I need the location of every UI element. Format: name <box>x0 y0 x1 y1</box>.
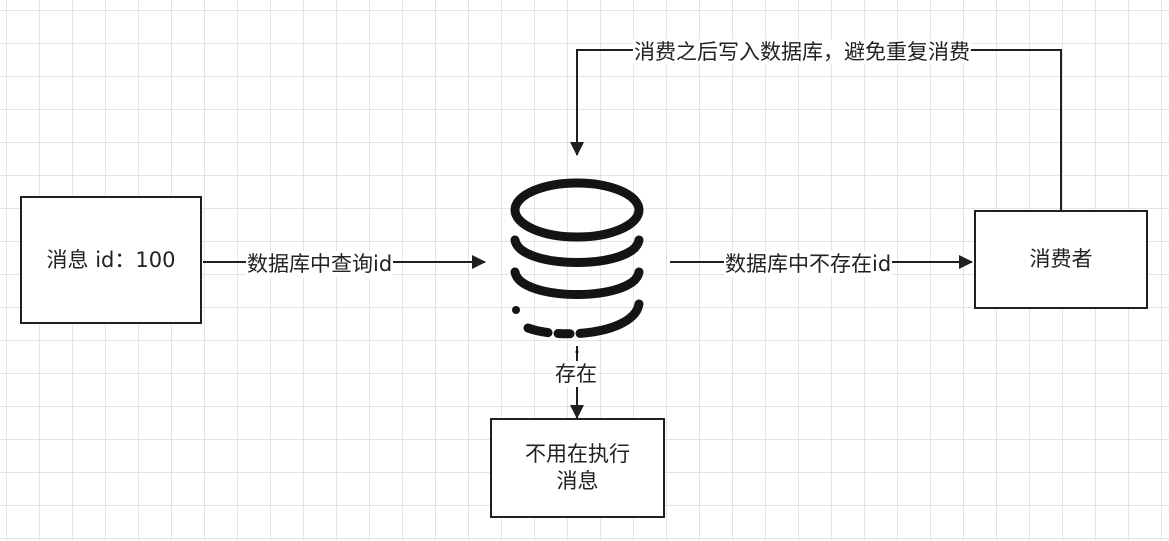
edge-write-back-line <box>570 49 1062 210</box>
database-icon <box>510 178 644 354</box>
edge-write-back-label: 消费之后写入数据库，避免重复消费 <box>633 39 971 65</box>
skip-execution-label-line1: 不用在执行 <box>525 442 630 466</box>
message-id-node: 消息 id：100 <box>20 196 202 324</box>
edge-exists-label: 存在 <box>554 361 598 387</box>
message-id-label: 消息 id：100 <box>46 247 176 272</box>
skip-execution-node: 不用在执行 消息 <box>490 418 665 518</box>
edge-not-exist-label: 数据库中不存在id <box>724 251 893 277</box>
consumer-label: 消费者 <box>1029 247 1093 271</box>
edge-query-label: 数据库中查询id <box>246 251 394 277</box>
skip-execution-label-line2: 消息 <box>556 469 599 493</box>
consumer-node: 消费者 <box>974 210 1148 309</box>
